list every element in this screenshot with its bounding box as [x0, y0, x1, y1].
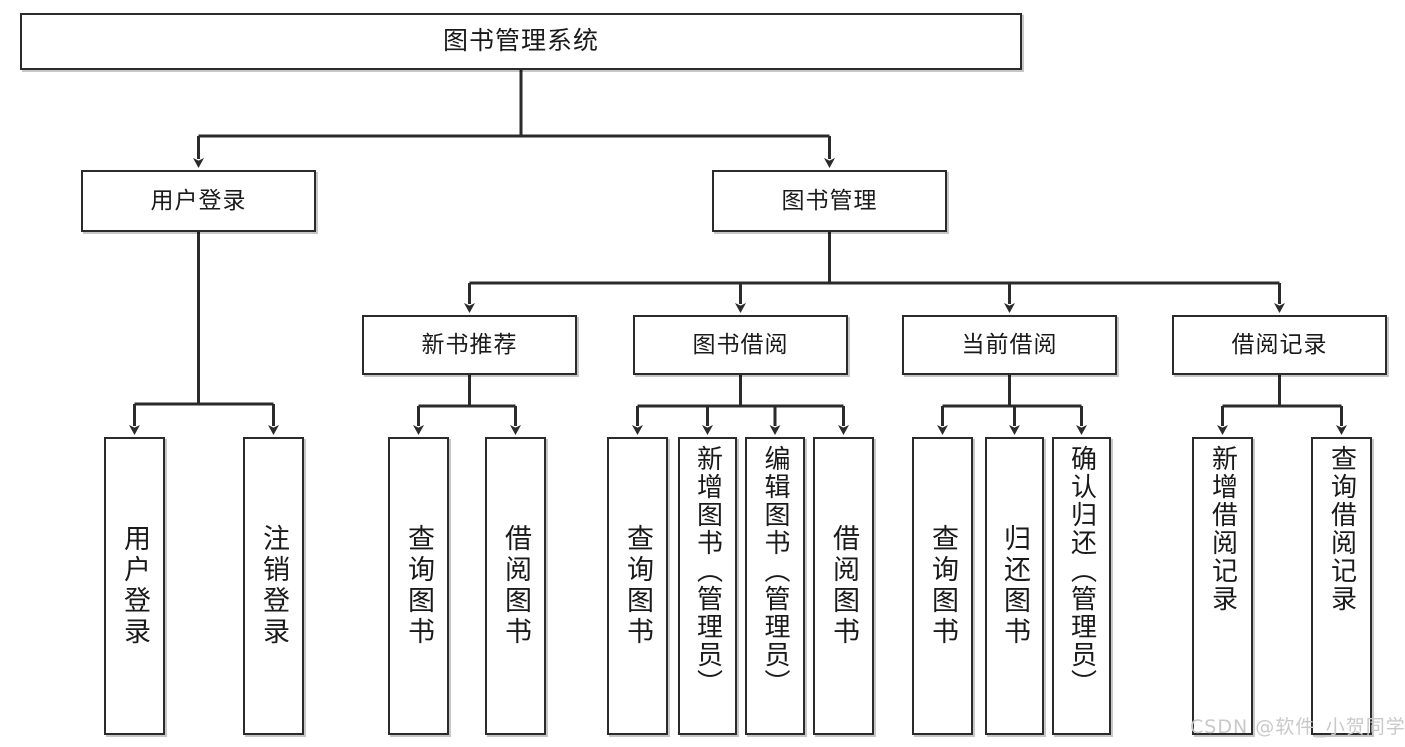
node-label: 新增图书（管理员）	[692, 445, 723, 697]
node-label: 归还图书	[999, 524, 1030, 648]
node-label: 借阅图书	[500, 524, 531, 648]
node-leaf_borrow2[interactable]: 借阅图书	[813, 437, 874, 735]
node-leaf_confirm[interactable]: 确认归还（管理员）	[1052, 437, 1111, 735]
node-label: 编辑图书（管理员）	[760, 445, 790, 697]
node-label: 确认归还（管理员）	[1066, 445, 1097, 697]
node-leaf_add_book[interactable]: 新增图书（管理员）	[678, 437, 737, 735]
node-leaf_query2[interactable]: 查询图书	[607, 437, 668, 735]
node-label: 借阅记录	[1231, 331, 1328, 358]
node-leaf_query3[interactable]: 查询图书	[912, 437, 973, 735]
node-label: 图书管理系统	[442, 26, 599, 56]
node-label: 当前借阅	[961, 331, 1058, 358]
node-label: 查询图书	[403, 524, 434, 648]
node-book_borrow[interactable]: 图书借阅	[633, 315, 848, 375]
node-leaf_query_rec[interactable]: 查询借阅记录	[1311, 437, 1372, 735]
node-leaf_login[interactable]: 用户登录	[104, 437, 165, 735]
node-label: 图书管理	[781, 187, 878, 214]
node-label: 查询借阅记录	[1326, 445, 1357, 613]
node-label: 用户登录	[150, 187, 247, 214]
node-new_book_rec[interactable]: 新书推荐	[362, 315, 577, 375]
node-root[interactable]: 图书管理系统	[20, 13, 1022, 70]
node-leaf_edit_book[interactable]: 编辑图书（管理员）	[745, 437, 805, 735]
node-label: 新书推荐	[421, 331, 518, 358]
node-label: 新增借阅记录	[1207, 445, 1238, 613]
node-label: 图书借阅	[692, 331, 789, 358]
node-borrow_record[interactable]: 借阅记录	[1172, 315, 1387, 375]
node-label: 查询图书	[622, 524, 653, 648]
node-label: 用户登录	[119, 524, 150, 648]
node-leaf_query1[interactable]: 查询图书	[388, 437, 449, 735]
node-leaf_return[interactable]: 归还图书	[985, 437, 1044, 735]
node-leaf_add_rec[interactable]: 新增借阅记录	[1192, 437, 1253, 735]
node-leaf_logout[interactable]: 注销登录	[243, 437, 304, 735]
node-label: 借阅图书	[828, 524, 859, 648]
node-leaf_borrow1[interactable]: 借阅图书	[485, 437, 546, 735]
node-label: 查询图书	[927, 524, 958, 648]
node-current_borrow[interactable]: 当前借阅	[902, 315, 1117, 375]
node-book_manage[interactable]: 图书管理	[712, 170, 947, 232]
node-user_login[interactable]: 用户登录	[81, 170, 316, 232]
node-label: 注销登录	[258, 524, 289, 648]
